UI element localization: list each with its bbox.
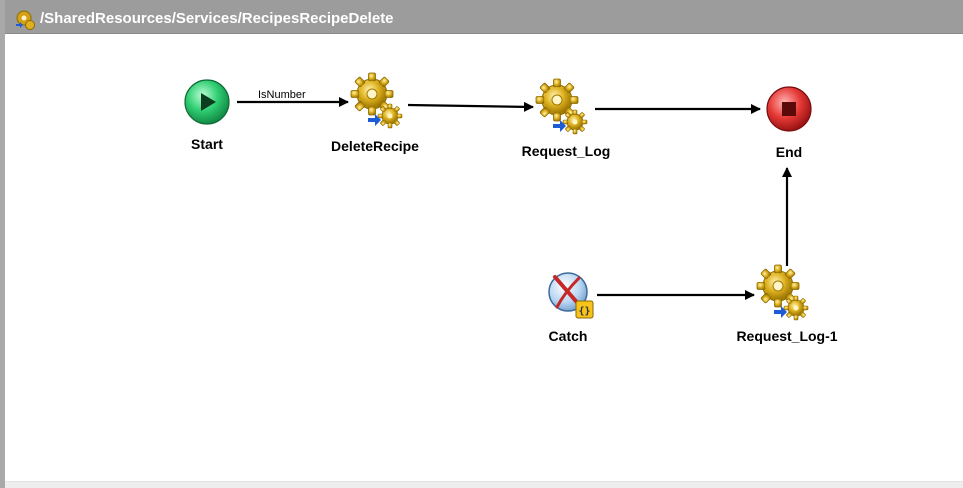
activity-gear-icon	[756, 264, 809, 321]
process-diagram[interactable]: IsNumber Start DeleteRecipe	[5, 34, 963, 481]
node-label-deleterecipe: DeleteRecipe	[331, 138, 419, 154]
node-label-request-log: Request_Log	[522, 143, 611, 159]
title-bar: /SharedResources/Services/RecipesRecipeD…	[5, 0, 963, 34]
start-play-icon	[184, 79, 230, 125]
activity-gear-icon	[535, 78, 588, 135]
node-deleterecipe[interactable]: DeleteRecipe	[331, 72, 419, 154]
process-gear-icon	[16, 10, 35, 30]
node-catch[interactable]: {} Catch	[548, 272, 594, 344]
window-title: /SharedResources/Services/RecipesRecipeD…	[40, 10, 394, 27]
node-end[interactable]: End	[766, 86, 812, 160]
end-stop-icon	[766, 86, 812, 132]
node-request-log[interactable]: Request_Log	[522, 78, 611, 159]
transition-label-isnumber: IsNumber	[258, 89, 306, 101]
node-start[interactable]: Start	[184, 79, 230, 152]
svg-text:{}: {}	[578, 306, 590, 317]
node-label-catch: Catch	[549, 328, 588, 344]
process-canvas[interactable]: IsNumber Start DeleteRecipe	[5, 34, 963, 481]
bottom-scroll-area	[5, 481, 963, 488]
transition-deleterecipe-to-requestlog[interactable]	[407, 101, 534, 112]
node-request-log-1[interactable]: Request_Log-1	[736, 264, 838, 344]
node-label-end: End	[776, 144, 802, 160]
catch-icon: {}	[548, 272, 594, 319]
node-label-start: Start	[191, 136, 223, 152]
activity-gear-icon	[350, 72, 403, 129]
node-label-request-log-1: Request_Log-1	[736, 328, 837, 344]
